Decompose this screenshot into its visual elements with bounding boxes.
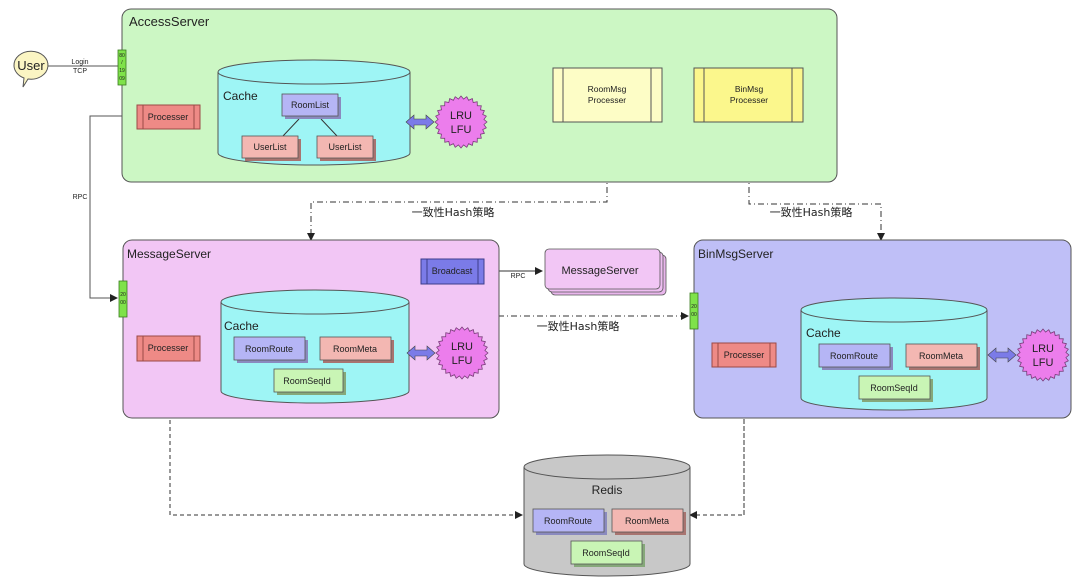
broadcast-rpc-label: RPC — [511, 273, 526, 280]
access-port: 80 / 19 09 — [117, 49, 127, 86]
svg-text:RoomRoute: RoomRoute — [245, 344, 293, 354]
svg-text:RoomList: RoomList — [291, 100, 330, 110]
roommeta-box — [611, 508, 684, 533]
double-arrow-icon — [406, 345, 436, 361]
svg-text:00: 00 — [120, 300, 126, 306]
svg-text:RoomMeta: RoomMeta — [625, 516, 669, 526]
login-label: Login — [71, 59, 88, 66]
userlist-box — [241, 135, 299, 159]
svg-text:Processer: Processer — [148, 343, 189, 353]
access-cache: Cache RoomList UserList UserList — [217, 59, 411, 166]
message-server-processer: Processer — [136, 335, 201, 362]
svg-text:RoomRoute: RoomRoute — [830, 351, 878, 361]
svg-text:UserList: UserList — [253, 142, 287, 152]
roommsg-processer: RoomMsg Processer — [552, 67, 663, 123]
hash-strategy-label: 一致性Hash策略 — [412, 205, 495, 219]
svg-text:RoomMeta: RoomMeta — [919, 351, 963, 361]
roommeta-box — [905, 343, 978, 368]
svg-text:LRU: LRU — [1032, 343, 1054, 355]
user-label: User — [17, 58, 45, 73]
roomseqid-box — [858, 375, 931, 400]
svg-text:LFU: LFU — [1033, 357, 1054, 369]
svg-text:Cache: Cache — [223, 89, 258, 103]
userlist-box — [316, 135, 374, 159]
roomseqid-box — [570, 540, 643, 565]
svg-text:UserList: UserList — [328, 142, 362, 152]
roommeta-box — [319, 336, 392, 361]
svg-text:20: 20 — [691, 304, 697, 310]
double-arrow-icon — [405, 114, 435, 130]
binmsg-server-port: 20 00 — [689, 292, 699, 330]
double-arrow-icon — [987, 347, 1017, 363]
svg-text:RoomSeqId: RoomSeqId — [582, 548, 630, 558]
message-server-title: MessageServer — [127, 247, 211, 261]
svg-text:LFU: LFU — [451, 124, 472, 136]
svg-text:LRU: LRU — [450, 110, 472, 122]
binmsg-server-lru-lfu-burst: LRU LFU — [1016, 328, 1070, 382]
access-lru-lfu-burst: LRU LFU — [434, 95, 488, 149]
roomlist-box — [281, 93, 339, 117]
svg-text:Processer: Processer — [148, 112, 189, 122]
svg-text:RoomSeqId: RoomSeqId — [870, 383, 918, 393]
svg-text:20: 20 — [120, 292, 126, 298]
hash-strategy-label: 一致性Hash策略 — [770, 205, 853, 219]
access-processer: Processer — [136, 104, 201, 130]
svg-text:BinMsg: BinMsg — [735, 84, 764, 94]
tcp-label: TCP — [73, 68, 87, 75]
hash-strategy-label: 一致性Hash策略 — [537, 319, 620, 333]
redis-store: Redis RoomRoute RoomMeta RoomSeqId — [523, 454, 691, 577]
message-server-cache: Cache RoomRoute RoomMeta RoomSeqId — [220, 289, 410, 404]
svg-text:MessageServer: MessageServer — [561, 265, 638, 277]
svg-text:Cache: Cache — [224, 319, 259, 333]
roomroute-box — [532, 508, 605, 533]
binmsg-server-title: BinMsgServer — [698, 247, 773, 261]
rpc-label: RPC — [73, 194, 88, 201]
svg-text:19: 19 — [119, 68, 125, 74]
svg-text:09: 09 — [119, 76, 125, 82]
binmsg-processer: BinMsg Processer — [693, 67, 804, 123]
broadcast-node: Broadcast — [420, 258, 485, 285]
svg-text:00: 00 — [691, 312, 697, 318]
peer-message-server-stack: MessageServer — [544, 248, 667, 296]
svg-text:LRU: LRU — [451, 341, 473, 353]
roomroute-box — [818, 343, 891, 368]
message-server-port: 20 00 — [118, 280, 128, 318]
roomseqid-box — [273, 368, 344, 393]
svg-text:Processer: Processer — [724, 350, 765, 360]
redis-title: Redis — [592, 483, 623, 497]
message-server-lru-lfu-burst: LRU LFU — [435, 326, 489, 380]
svg-text:Processer: Processer — [588, 95, 626, 105]
svg-text:RoomMeta: RoomMeta — [333, 344, 377, 354]
svg-text:LFU: LFU — [452, 355, 473, 367]
user-node: User — [13, 50, 49, 88]
rpc-link — [89, 115, 137, 302]
binmsg-server-cache: Cache RoomRoute RoomMeta RoomSeqId — [800, 297, 988, 411]
access-server-title: AccessServer — [129, 14, 210, 29]
svg-text:Broadcast: Broadcast — [432, 266, 473, 276]
roomroute-box — [233, 336, 306, 361]
svg-text:RoomRoute: RoomRoute — [544, 516, 592, 526]
svg-text:Processer: Processer — [730, 95, 768, 105]
svg-text:80: 80 — [119, 53, 125, 59]
svg-text:Cache: Cache — [806, 326, 841, 340]
binmsg-server-processer: Processer — [711, 342, 777, 368]
svg-text:RoomSeqId: RoomSeqId — [283, 376, 331, 386]
svg-text:/: / — [121, 60, 123, 66]
svg-text:RoomMsg: RoomMsg — [588, 84, 627, 94]
